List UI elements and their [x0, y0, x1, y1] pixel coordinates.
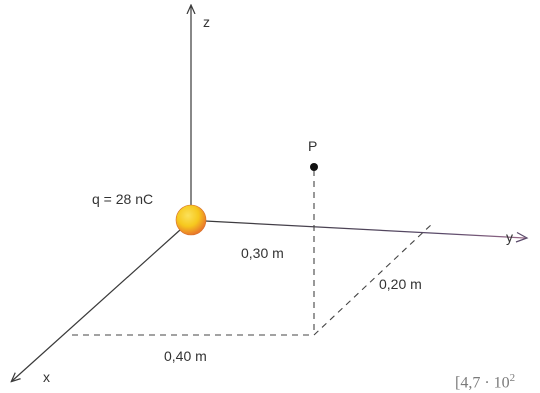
dashed-x-parallel-line	[313, 222, 434, 336]
x-axis-label: x	[43, 369, 50, 385]
y-axis	[204, 220, 526, 239]
y-distance-dimension-label: 0,20 m	[379, 276, 422, 292]
answer-text: [4,7 · 102	[455, 373, 515, 391]
y-axis-arrowhead	[515, 231, 529, 243]
point-p-dot	[310, 163, 318, 171]
y-axis-label: y	[506, 229, 513, 245]
x-distance-dimension-label: 0,40 m	[164, 348, 207, 364]
charge-sphere	[175, 204, 207, 236]
x-axis	[12, 229, 181, 381]
answer-base: [4,7 · 10	[455, 374, 510, 392]
z-axis-label: z	[203, 14, 210, 30]
charge-label: q = 28 nC	[92, 191, 154, 207]
answer-exponent: 2	[509, 372, 516, 384]
height-dimension-label: 0,30 m	[241, 245, 284, 261]
point-p-label: P	[308, 138, 318, 154]
